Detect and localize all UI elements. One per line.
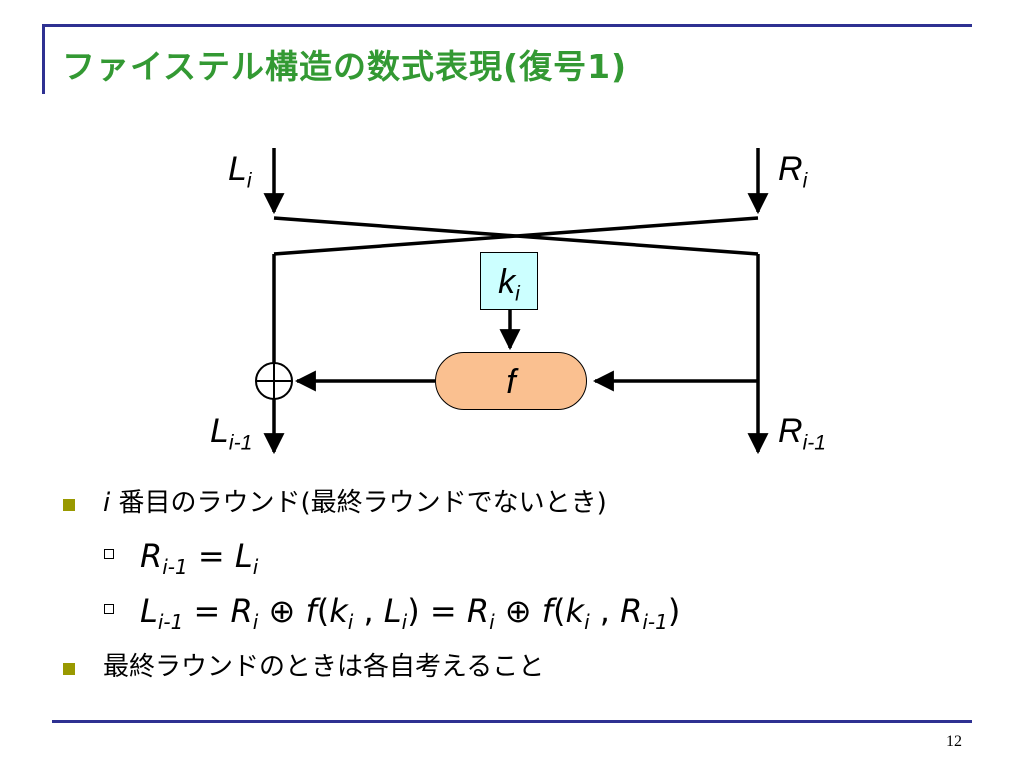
equation-l: Li-1 = Ri ⊕ f(ki , Li) = Ri ⊕ f(ki , Ri-…	[140, 592, 681, 634]
bullet-round-i: i 番目のラウンド(最終ラウンドでないとき)	[103, 488, 607, 518]
round-function-box: f	[435, 352, 587, 410]
key-label: ki	[498, 263, 520, 306]
equation-r: Ri-1 = Li	[140, 537, 259, 579]
cross-line-right-to-left	[273, 216, 759, 256]
round-function-label: f	[506, 363, 516, 401]
slide-title: ファイステル構造の数式表現(復号1)	[62, 47, 628, 86]
right-output-label: Ri-1	[778, 412, 826, 455]
sub-bullet-marker-1	[104, 549, 114, 559]
left-output-label: Li-1	[210, 412, 253, 455]
title-rule-left	[42, 24, 45, 94]
right-input-label: Ri	[778, 150, 808, 193]
title-rule-top	[42, 24, 972, 27]
bullet-final-round: 最終ラウンドのときは各自考えること	[103, 652, 545, 682]
left-input-label: Li	[228, 150, 252, 193]
xor-icon	[255, 362, 293, 400]
sub-bullet-marker-2	[104, 604, 114, 614]
bullet-marker-1	[63, 499, 75, 511]
page-number: 12	[946, 733, 962, 750]
footer-rule	[52, 720, 972, 723]
bullet-marker-2	[63, 663, 75, 675]
key-box: ki	[480, 252, 538, 310]
